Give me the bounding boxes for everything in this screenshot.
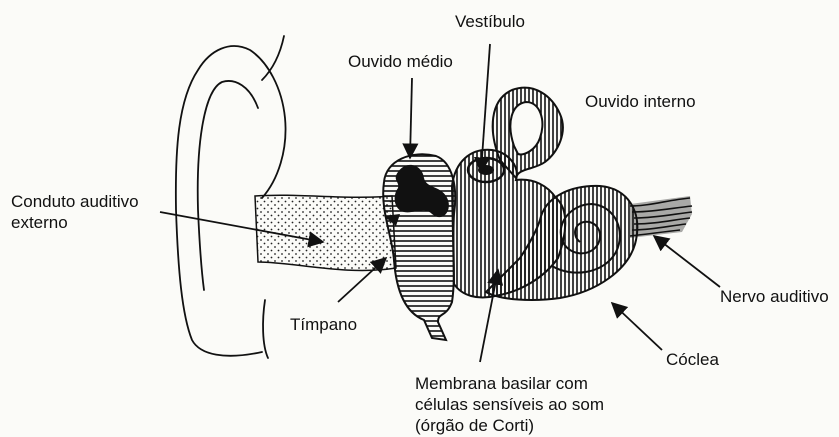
arrow-ouvido-medio [410, 78, 412, 158]
label-ouvido-interno: Ouvido interno [585, 91, 696, 112]
label-conduto-auditivo: Conduto auditivo externo [11, 191, 139, 233]
label-timpano: Tímpano [290, 314, 357, 335]
label-ouvido-medio: Ouvido médio [348, 51, 453, 72]
arrow-coclea [612, 303, 662, 350]
arrow-nervo [654, 236, 720, 287]
label-membrana-basilar: Membrana basilar com células sensíveis a… [415, 373, 604, 436]
label-vestibulo: Vestíbulo [455, 11, 525, 32]
label-coclea: Cóclea [666, 349, 719, 370]
label-nervo-auditivo: Nervo auditivo [720, 286, 829, 307]
